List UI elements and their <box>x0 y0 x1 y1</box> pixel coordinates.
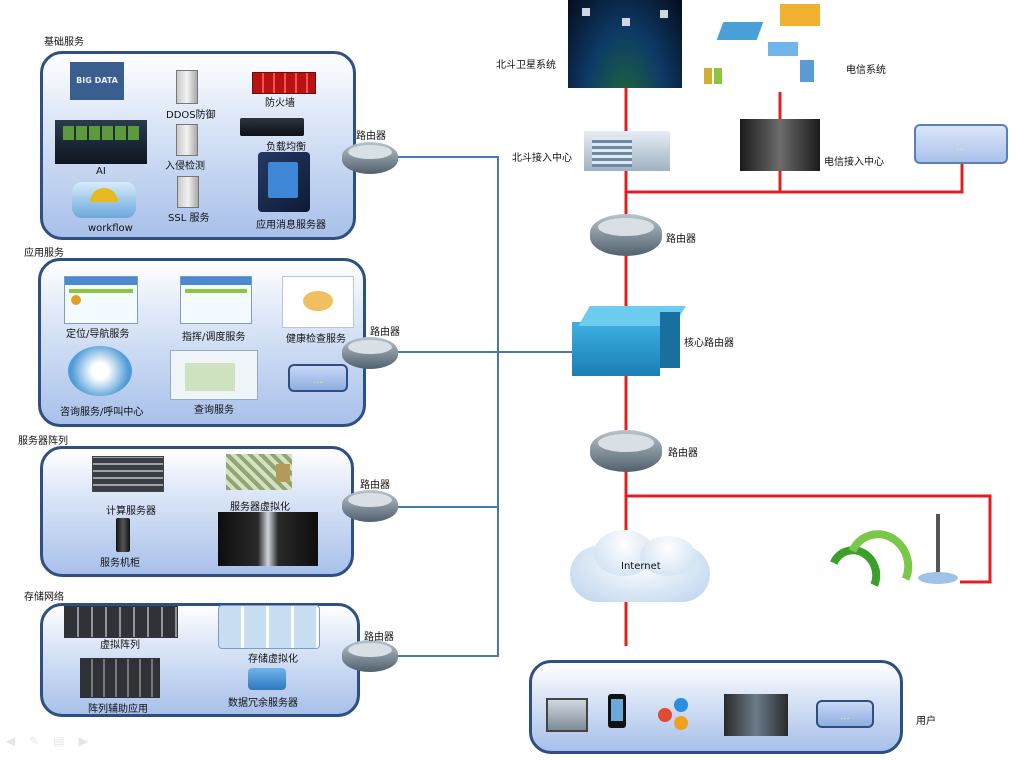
label-load-balance: 负载均衡 <box>266 142 306 153</box>
health-check-icon <box>282 276 354 328</box>
desktop-computer-icon <box>546 698 588 732</box>
label-storage-virtualization: 存储虚拟化 <box>248 654 298 665</box>
browser-icons <box>658 698 694 732</box>
router-label-server: 路由器 <box>360 480 390 491</box>
label-array-aux: 阵列辅助应用 <box>88 704 148 715</box>
label-rack: 服务机柜 <box>100 558 140 569</box>
telecom-system-icon <box>700 0 846 90</box>
label-core-router: 核心路由器 <box>684 338 734 349</box>
message-server-icon <box>258 152 310 212</box>
radio-tower-icon <box>914 514 962 588</box>
group-title-app: 应用服务 <box>24 248 64 259</box>
label-query: 查询服务 <box>194 405 234 416</box>
compute-server-icon <box>92 456 164 492</box>
rack-icon <box>116 518 130 552</box>
router-icon <box>342 142 398 174</box>
core-switch-icon <box>572 306 686 376</box>
server-tower-icon <box>177 176 199 208</box>
datacenter-icon <box>218 512 318 566</box>
beidou-access-building-icon <box>584 131 670 171</box>
virtual-array-icon <box>64 606 178 638</box>
slide-nav-icons: ◀✎▤▶ <box>6 734 102 748</box>
more-app-services-box: ... <box>288 364 348 392</box>
big-data-icon: BIG DATA <box>70 62 124 100</box>
wireless-signal-icon <box>819 520 922 610</box>
label-beidou-access: 北斗接入中心 <box>512 153 572 164</box>
mobile-phone-icon <box>608 694 626 728</box>
router-icon <box>342 640 398 672</box>
server-tower-icon <box>176 70 198 104</box>
server-tower-icon <box>176 124 198 156</box>
label-ssl: SSL 服务 <box>168 213 210 224</box>
label-ai: AI <box>96 166 106 177</box>
label-users: 用户 <box>916 716 936 727</box>
label-virtualization: 服务器虚拟化 <box>230 502 290 513</box>
group-title-basic: 基础服务 <box>44 37 84 48</box>
label-ddos: DDOS防御 <box>166 110 216 121</box>
call-center-icon <box>68 346 132 396</box>
redundancy-server-icon <box>248 668 286 690</box>
label-positioning: 定位/导航服务 <box>66 329 130 340</box>
label-workflow: workflow <box>88 223 133 234</box>
virtualization-icon <box>226 454 292 490</box>
router-icon <box>590 214 662 256</box>
label-beidou-sat: 北斗卫星系统 <box>496 60 556 71</box>
router-icon <box>590 430 662 472</box>
group-title-server: 服务器阵列 <box>18 436 68 447</box>
firewall-icon <box>252 72 316 94</box>
label-lower-router: 路由器 <box>668 448 698 459</box>
workflow-icon <box>72 182 136 218</box>
more-access-box: ... <box>914 124 1008 164</box>
array-aux-icon <box>80 658 160 698</box>
ai-control-room-icon <box>55 120 147 164</box>
internet-cloud-icon <box>560 524 720 608</box>
label-message-server: 应用消息服务器 <box>256 220 326 231</box>
positioning-screen-icon <box>64 276 138 324</box>
more-users-box: ... <box>816 700 874 728</box>
label-internet: Internet <box>621 561 661 572</box>
router-label-storage: 路由器 <box>364 632 394 643</box>
label-telecom-access: 电信接入中心 <box>824 157 884 168</box>
label-top-router: 路由器 <box>666 234 696 245</box>
router-icon <box>342 490 398 522</box>
query-map-icon <box>170 350 258 400</box>
label-compute-server: 计算服务器 <box>106 506 156 517</box>
label-call-center: 咨询服务/呼叫中心 <box>60 407 144 418</box>
telecom-access-datacenter-icon <box>740 119 820 171</box>
router-icon <box>342 337 398 369</box>
meeting-room-icon <box>724 694 788 736</box>
router-label-app: 路由器 <box>370 327 400 338</box>
label-dispatch: 指挥/调度服务 <box>182 332 246 343</box>
dispatch-screen-icon <box>180 276 252 324</box>
group-title-storage: 存储网络 <box>24 592 64 603</box>
label-ids: 入侵检测 <box>165 161 205 172</box>
red-link-wireless <box>626 494 992 584</box>
storage-virtualization-icon <box>218 605 320 649</box>
label-health-check: 健康检查服务 <box>286 334 346 345</box>
label-firewall: 防火墙 <box>265 98 295 109</box>
label-virtual-array: 虚拟阵列 <box>100 640 140 651</box>
blue-bus-line <box>398 156 499 657</box>
beidou-satellite-icon <box>568 0 682 88</box>
label-redundancy-server: 数据冗余服务器 <box>228 698 298 709</box>
label-telecom: 电信系统 <box>846 65 886 76</box>
router-label-basic: 路由器 <box>356 131 386 142</box>
red-link-access <box>626 164 964 194</box>
load-balancer-icon <box>240 118 304 136</box>
